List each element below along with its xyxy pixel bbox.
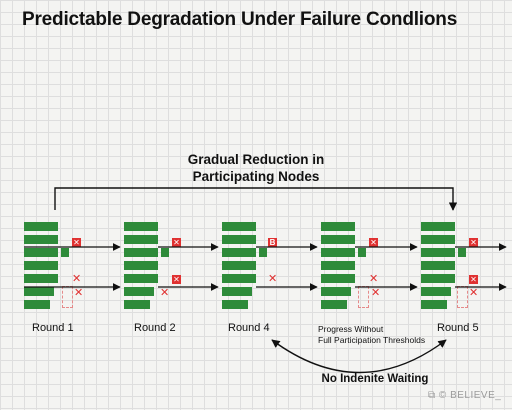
node-bar xyxy=(321,261,355,270)
node-bar xyxy=(321,248,355,257)
failed-node-icon: ✕ xyxy=(469,275,478,284)
failed-node-icon: ✕ xyxy=(469,238,478,247)
round-label-4: Round 4 xyxy=(228,322,270,334)
node-bar xyxy=(222,287,252,296)
node-bar xyxy=(358,248,366,257)
cross-icon: ✕ xyxy=(74,287,84,299)
node-bar xyxy=(421,248,455,257)
watermark: ⧉ © BELIEVE_ xyxy=(428,390,502,401)
node-group-round-1: ✕ ✕ ✕ xyxy=(24,222,94,312)
node-group-round-5: ✕ ✕ ✕ xyxy=(421,222,491,312)
round-label-1: Round 1 xyxy=(32,322,74,334)
failed-node-icon: ✕ xyxy=(172,275,181,284)
node-bar xyxy=(421,222,455,231)
diagram-title: Predictable Degradation Under Failure Co… xyxy=(22,9,458,30)
node-bar xyxy=(124,248,158,257)
node-bar xyxy=(421,274,455,283)
progress-note-line-2: Full Participation Thresholds xyxy=(318,335,426,345)
node-bar xyxy=(421,261,455,270)
cross-icon: ✕ xyxy=(268,273,278,285)
node-bar xyxy=(161,248,169,257)
node-bar xyxy=(222,274,256,283)
progress-note-line-1: Progress Without xyxy=(318,324,384,334)
node-bar xyxy=(24,261,58,270)
failed-node-icon: ✕ xyxy=(172,238,181,247)
node-bar xyxy=(458,248,466,257)
failed-node-icon: ✕ xyxy=(72,238,81,247)
node-group-round-2: ✕ ✕ ✕ xyxy=(124,222,194,312)
node-bar xyxy=(61,248,69,257)
node-bar xyxy=(124,261,158,270)
node-bar xyxy=(421,300,447,309)
failed-node-icon: B xyxy=(268,238,277,247)
node-bar xyxy=(24,248,58,257)
node-bar xyxy=(222,222,256,231)
node-bar xyxy=(421,287,451,296)
cross-icon: ✕ xyxy=(469,287,479,299)
failed-node-icon: ✕ xyxy=(369,238,378,247)
node-group-progress: ✕ ✕ ✕ xyxy=(321,222,391,312)
top-label-line-2: Participating Nodes xyxy=(192,169,320,184)
node-bar xyxy=(24,274,58,283)
node-bar xyxy=(24,235,58,244)
node-bar xyxy=(24,287,54,296)
bottom-label: No Indenite Waiting xyxy=(321,373,429,385)
node-bar xyxy=(124,274,158,283)
top-label-line-1: Gradual Reduction in xyxy=(187,152,325,167)
node-group-round-4: B ✕ xyxy=(222,222,292,312)
top-label: Gradual Reduction in Participating Nodes xyxy=(170,151,342,185)
node-bar xyxy=(124,300,150,309)
node-bar xyxy=(124,287,154,296)
node-bar xyxy=(222,261,256,270)
node-bar xyxy=(321,287,351,296)
node-bar xyxy=(321,235,355,244)
cross-icon: ✕ xyxy=(160,287,170,299)
node-bar xyxy=(24,222,58,231)
node-bar xyxy=(321,222,355,231)
node-bar xyxy=(222,300,248,309)
node-bar xyxy=(124,235,158,244)
round-label-2: Round 2 xyxy=(134,322,176,334)
node-bar xyxy=(259,248,267,257)
node-bar xyxy=(124,222,158,231)
node-bar xyxy=(421,235,455,244)
node-bar xyxy=(222,235,256,244)
cross-icon: ✕ xyxy=(369,273,379,285)
cross-icon: ✕ xyxy=(72,273,82,285)
bracket-arrow xyxy=(54,187,458,211)
progress-note: Progress Without Full Participation Thre… xyxy=(318,324,425,346)
node-bar xyxy=(222,248,256,257)
node-bar xyxy=(321,300,347,309)
cross-icon: ✕ xyxy=(371,287,381,299)
node-bar xyxy=(321,274,355,283)
wait-arrow xyxy=(271,339,447,374)
node-bar xyxy=(24,300,50,309)
round-label-5: Round 5 xyxy=(437,322,479,334)
